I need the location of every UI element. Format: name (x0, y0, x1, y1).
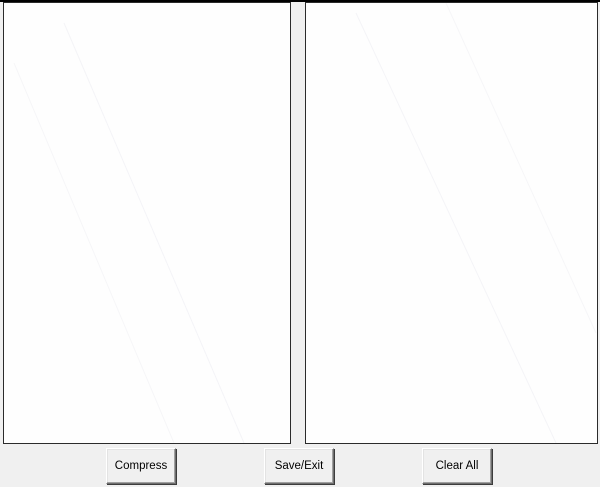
save-exit-button[interactable]: Save/Exit (264, 448, 334, 484)
right-panel-faint-lines (355, 3, 597, 443)
right-text-panel[interactable] (305, 2, 598, 444)
clear-all-button[interactable]: Clear All (422, 448, 492, 484)
compress-button[interactable]: Compress (106, 448, 176, 484)
left-panel-faint-lines (13, 22, 245, 443)
window-top-border (0, 0, 600, 2)
panel-divider (291, 2, 305, 444)
left-text-panel[interactable] (3, 2, 291, 444)
